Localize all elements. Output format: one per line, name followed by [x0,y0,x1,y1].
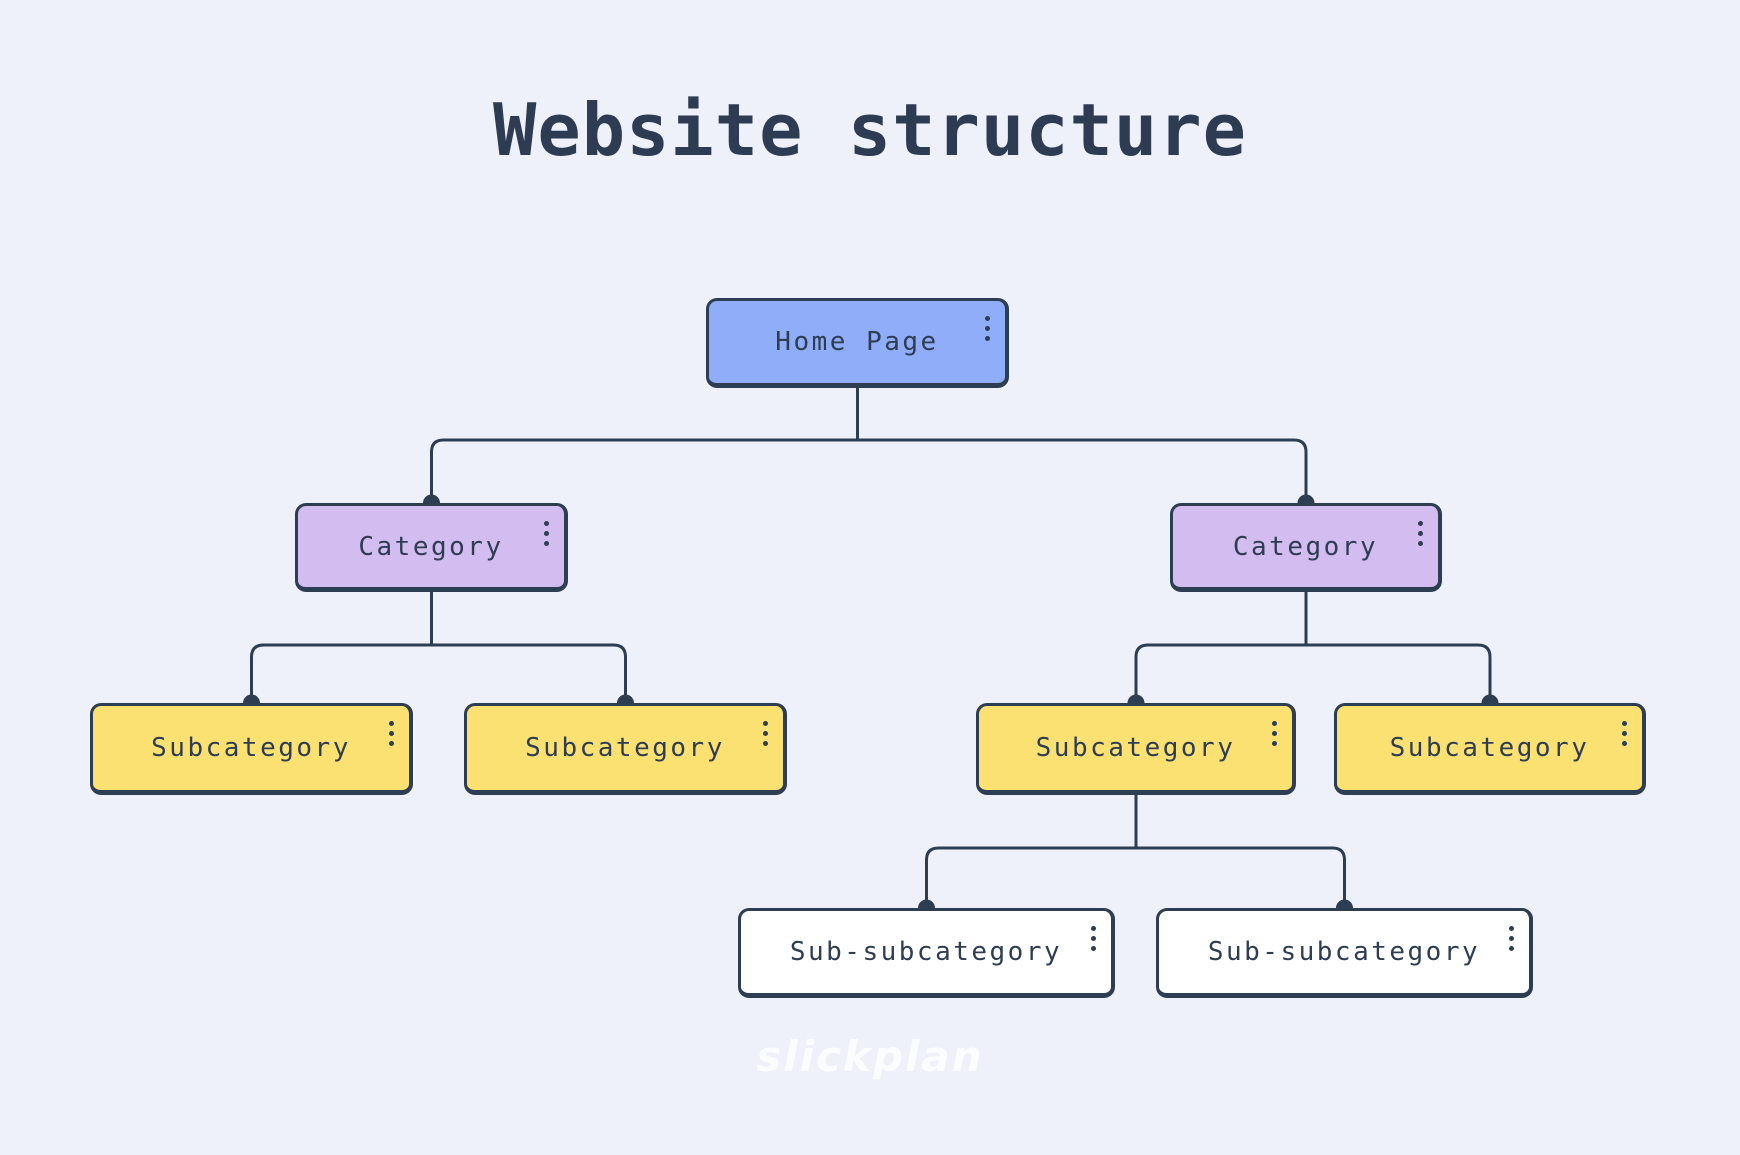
node-label: Subcategory [151,733,351,763]
node-ss1[interactable]: Sub-subcategory [738,908,1115,998]
kebab-menu-icon[interactable] [387,719,396,748]
page-title: Website structure [493,88,1247,172]
kebab-menu-icon[interactable] [542,519,551,548]
node-sub1[interactable]: Subcategory [90,703,413,795]
node-ss2[interactable]: Sub-subcategory [1156,908,1533,998]
node-label: Sub-subcategory [789,937,1063,967]
node-cat2[interactable]: Category [1170,503,1442,592]
node-label: Subcategory [525,733,725,763]
node-sub2[interactable]: Subcategory [464,703,787,795]
kebab-menu-icon[interactable] [761,719,770,748]
kebab-menu-icon[interactable] [1507,924,1516,953]
connector-path [430,438,1308,503]
node-sub3[interactable]: Subcategory [976,703,1296,795]
connector-path [250,643,627,703]
node-label: Sub-subcategory [1207,937,1481,967]
connector-path [925,846,1346,908]
kebab-menu-icon[interactable] [1620,719,1629,748]
connector-path [1134,643,1492,703]
node-label: Category [358,531,504,562]
node-home[interactable]: Home Page [706,298,1009,388]
node-cat1[interactable]: Category [295,503,568,592]
node-sub4[interactable]: Subcategory [1334,703,1646,795]
node-label: Subcategory [1035,733,1236,763]
kebab-menu-icon[interactable] [1089,924,1098,953]
node-label: Home Page [775,327,939,357]
kebab-menu-icon[interactable] [983,314,992,343]
kebab-menu-icon[interactable] [1270,719,1279,748]
node-label: Subcategory [1389,733,1590,763]
node-label: Category [1232,531,1379,562]
slickplan-watermark: slickplan [756,1032,984,1081]
kebab-menu-icon[interactable] [1416,519,1425,548]
